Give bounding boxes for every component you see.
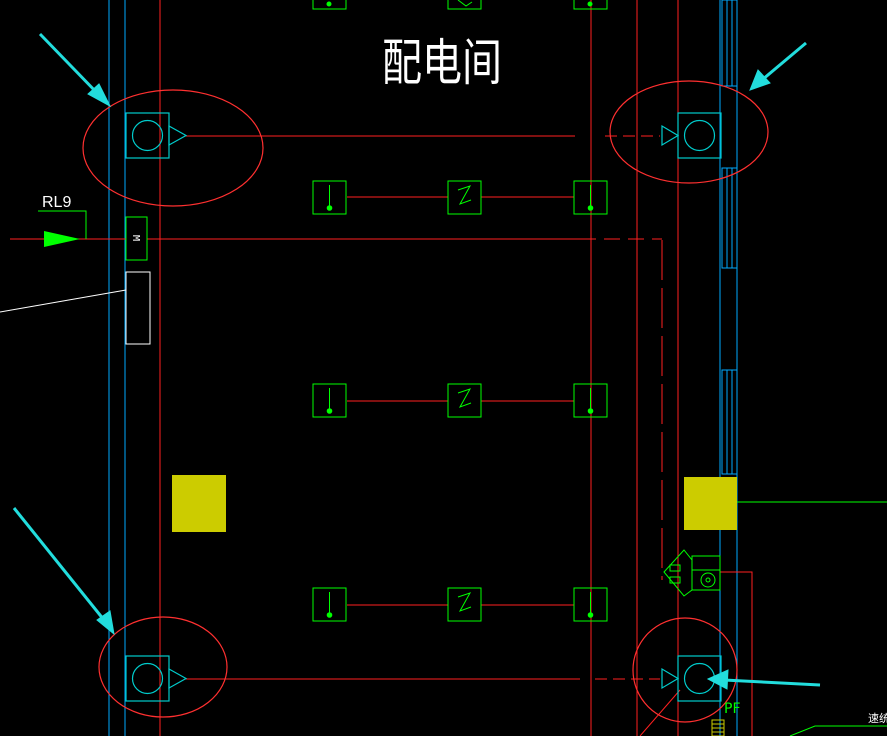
callout-arrow-icon (706, 669, 821, 690)
partial-switch (447, 0, 482, 10)
callout-arrow-icon (12, 507, 115, 636)
pendant-sprinkler-icon (312, 180, 347, 215)
fan-coil-unit-top-right[interactable] (661, 112, 722, 159)
bottom-hatched-element (711, 719, 725, 736)
room-title: 配电间 (382, 34, 502, 92)
highlight-top-left (82, 89, 264, 207)
pipe-tag-label: RL9 (42, 194, 71, 211)
zigzag-switch-icon (447, 383, 482, 418)
device-row-1 (312, 180, 608, 215)
top-partial-devices (312, 0, 608, 10)
zigzag-switch-icon (447, 180, 482, 215)
highlight-top-right (609, 80, 769, 184)
flow-direction-arrow-icon (44, 231, 80, 247)
highlight-circles (82, 80, 769, 723)
callout-arrows (12, 32, 821, 690)
flow-direction-arrow-icon (168, 124, 188, 147)
yellow-equipment-left[interactable] (172, 475, 226, 532)
highlight-bottom-left (98, 616, 228, 718)
window-2 (721, 167, 738, 269)
highlight-bottom-right (632, 617, 738, 723)
device-row-3 (312, 587, 608, 622)
partial-sprinkler-1 (312, 0, 347, 10)
callout-arrow-icon (749, 41, 807, 91)
green-leaders (737, 501, 887, 736)
pipe-tag-rl9[interactable]: RL9 (38, 194, 87, 247)
water-meter[interactable]: M (125, 216, 148, 261)
pendant-sprinkler-icon (573, 383, 608, 418)
device-row-2 (312, 383, 608, 418)
pipe-diagonal-bottom (639, 689, 681, 736)
window-1 (721, 0, 738, 87)
partial-sprinkler-2 (573, 0, 608, 10)
pf-label: PF (724, 701, 741, 717)
window-3 (721, 369, 738, 475)
fire-pump-symbol-icon[interactable] (663, 549, 721, 597)
corner-note: 速统 (868, 712, 887, 725)
flow-direction-arrow-icon (661, 124, 680, 147)
pipes (10, 0, 753, 736)
pendant-sprinkler-icon (312, 587, 347, 622)
distribution-panel[interactable] (0, 271, 151, 345)
yellow-equipment-right[interactable] (684, 477, 737, 530)
pendant-sprinkler-icon (573, 587, 608, 622)
zigzag-switch-icon (447, 587, 482, 622)
fan-coil-unit-top-left[interactable] (125, 112, 188, 159)
flow-direction-arrow-icon (661, 667, 680, 690)
pendant-sprinkler-icon (573, 180, 608, 215)
meter-label: M (130, 235, 141, 241)
fan-coil-unit-bottom-left[interactable] (125, 655, 188, 702)
flow-direction-arrow-icon (168, 667, 188, 690)
right-wall-windows (721, 0, 738, 475)
pendant-sprinkler-icon (312, 383, 347, 418)
walls (108, 0, 738, 736)
callout-arrow-icon (38, 32, 112, 108)
